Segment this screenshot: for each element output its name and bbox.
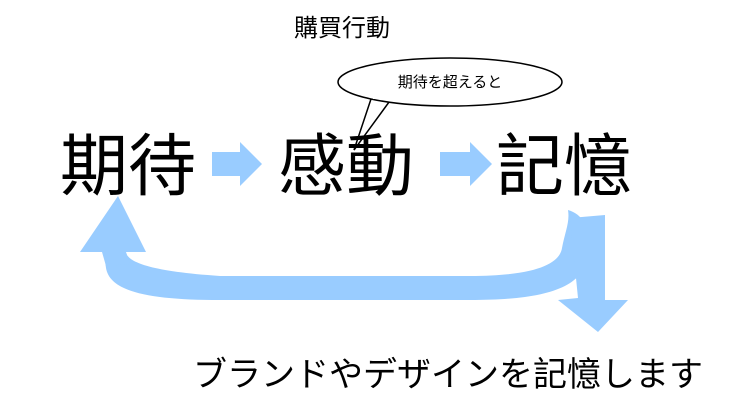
loop-arrow-head-down [558,215,628,332]
stage-expectation: 期待 [60,128,196,207]
diagram-title: 購買行動 [294,14,390,42]
speech-bubble-text: 期待を超えると [398,73,503,91]
arrow-expect-to-impress [212,142,262,186]
bottom-caption: ブランドやデザインを記憶します [193,355,703,395]
speech-bubble-shape [337,57,563,107]
loop-arrow-head-up [80,196,146,266]
stage-impression: 感動 [278,128,414,207]
stage-memory: 記憶 [496,128,632,207]
loop-arrow [80,196,628,332]
speech-bubble-tail-cover [373,95,391,99]
speech-bubble: 期待を超えると [337,57,563,151]
arrow-impress-to-memory [440,142,492,186]
loop-arrow-body [105,210,589,300]
